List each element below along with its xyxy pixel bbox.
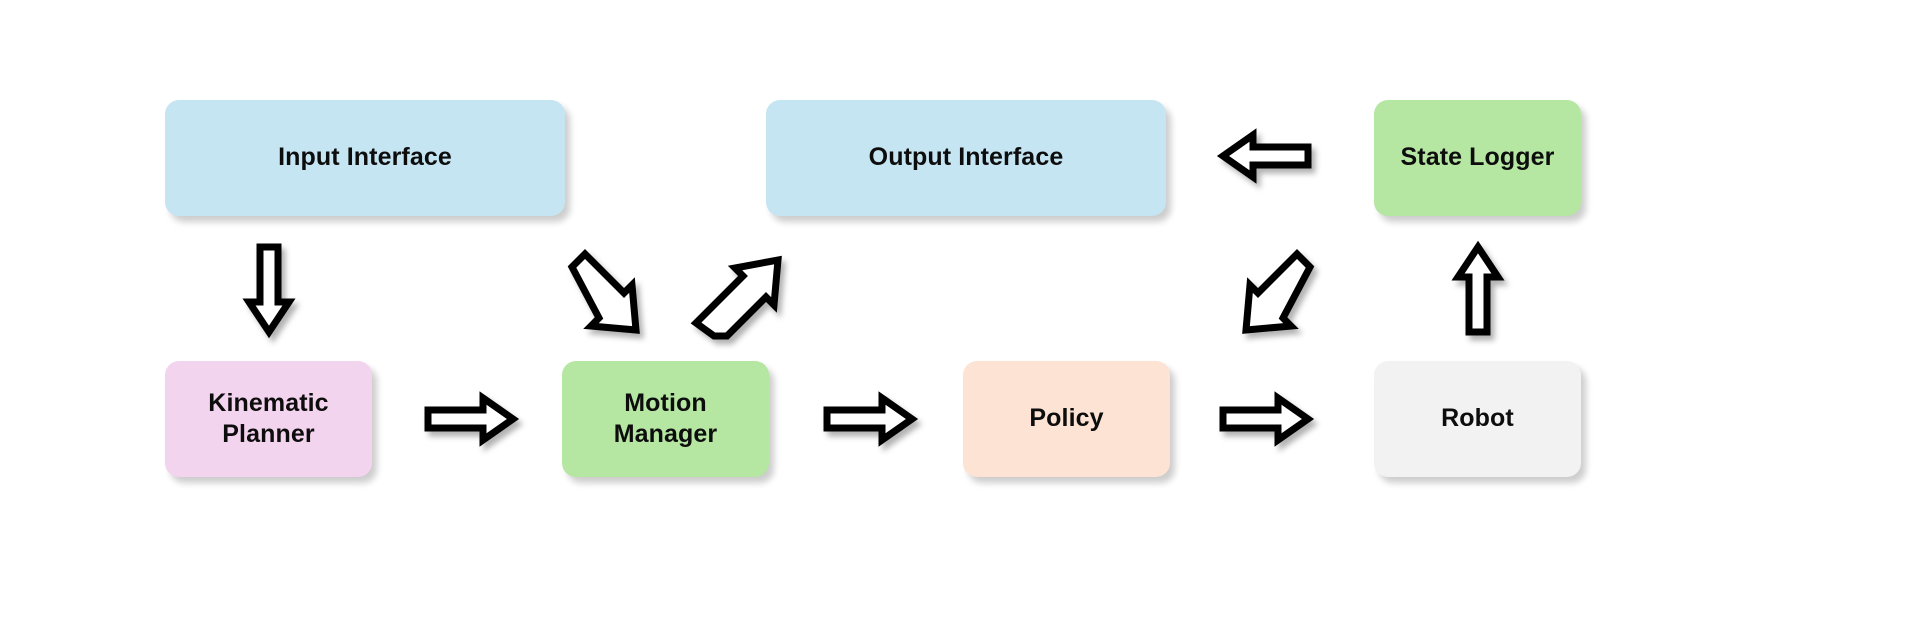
node-label: Input Interface [278, 143, 452, 172]
node-policy[interactable]: Policy [963, 361, 1170, 477]
arrow-down-right-icon [566, 248, 660, 342]
arrow-right-icon [823, 391, 919, 447]
node-label: Robot [1441, 404, 1514, 433]
arrow-right-icon [1219, 391, 1315, 447]
arrow-left-icon [1216, 128, 1312, 184]
node-input-interface[interactable]: Input Interface [165, 100, 565, 216]
node-robot[interactable]: Robot [1374, 361, 1581, 477]
arrow-up-right-icon [690, 248, 784, 342]
node-state-logger[interactable]: State Logger [1374, 100, 1581, 216]
node-label: Output Interface [868, 143, 1064, 172]
arrow-down-icon [242, 243, 296, 339]
node-label: Kinematic Planner [208, 388, 329, 448]
arrow-down-left-icon [1222, 248, 1316, 342]
node-label: State Logger [1400, 143, 1555, 172]
node-kinematic-planner[interactable]: Kinematic Planner [165, 361, 372, 477]
node-motion-manager[interactable]: Motion Manager [562, 361, 769, 477]
node-output-interface[interactable]: Output Interface [766, 100, 1166, 216]
node-label: Motion Manager [613, 388, 718, 448]
arrow-up-icon [1451, 240, 1505, 336]
arrow-right-icon [424, 391, 520, 447]
node-label: Policy [1029, 404, 1104, 433]
